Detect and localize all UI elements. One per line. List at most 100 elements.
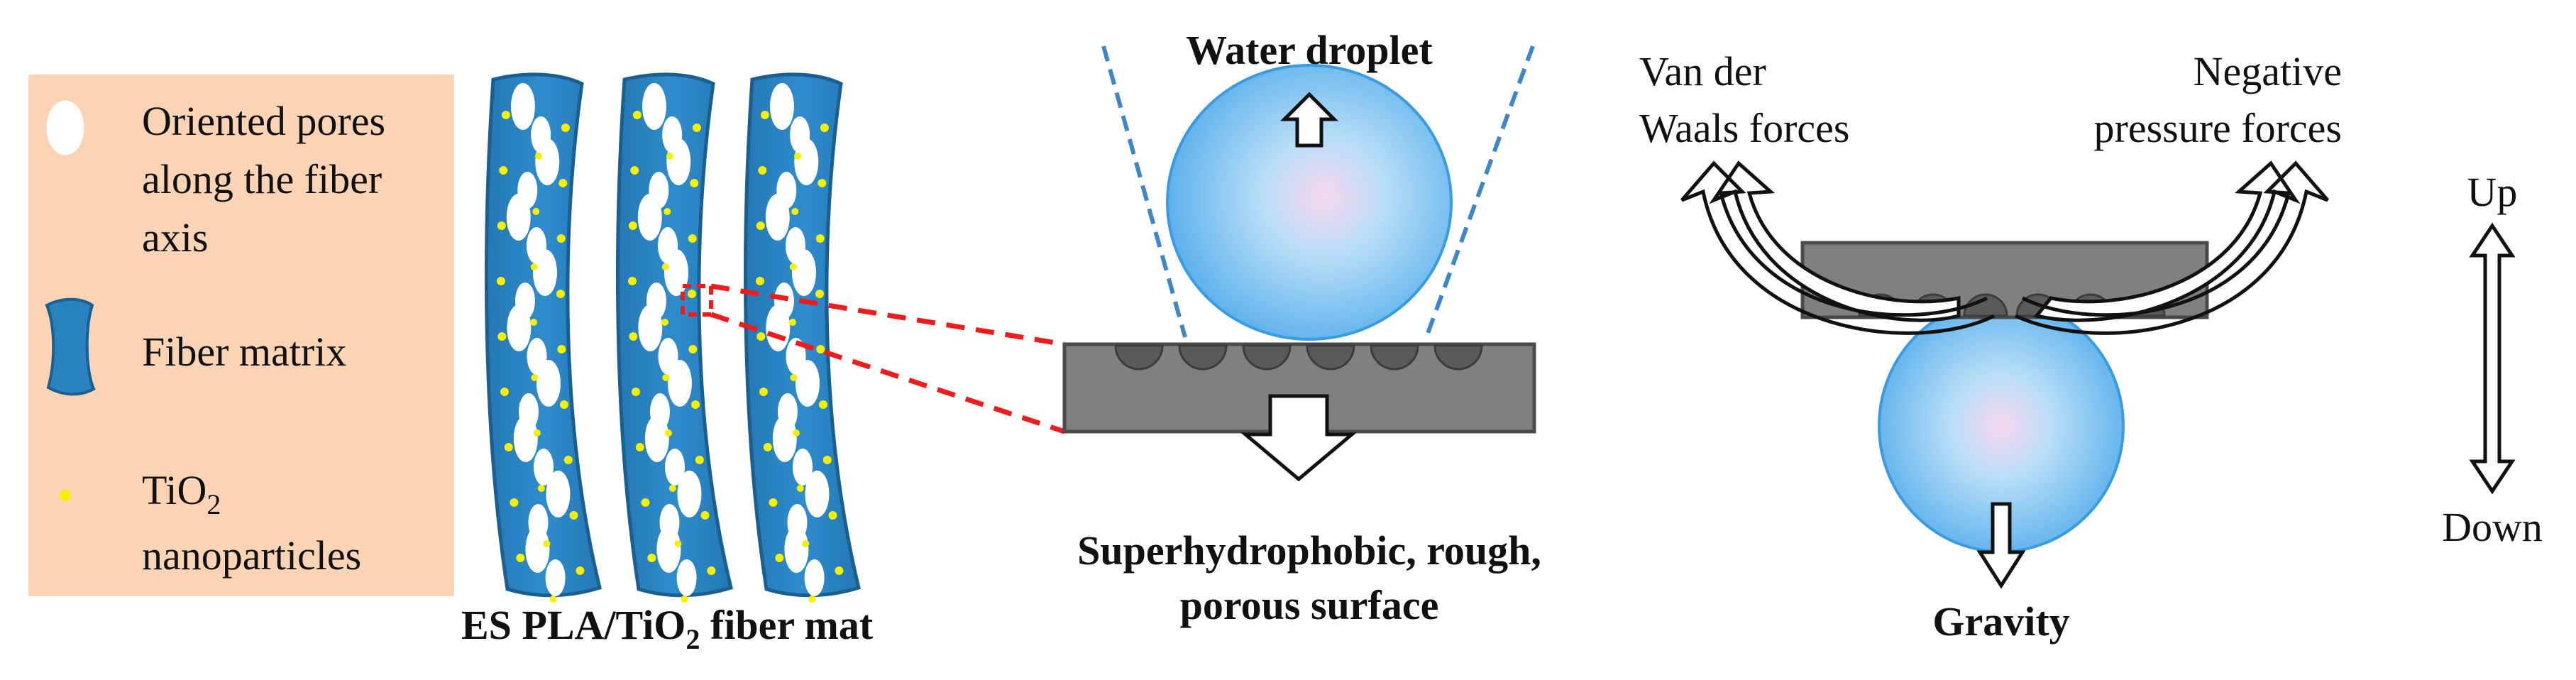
surface-bump: [1370, 344, 1419, 371]
nanoparticle-icon: [60, 490, 71, 501]
nanoparticle: [630, 166, 639, 175]
nanoparticle: [549, 596, 557, 603]
nanoparticle: [700, 511, 710, 520]
legend-tio2-label: TiO2: [142, 467, 221, 520]
nanoparticle: [529, 319, 537, 326]
pore: [772, 415, 797, 462]
pore: [510, 83, 535, 130]
nanoparticle: [510, 498, 519, 507]
nanoparticle: [530, 263, 538, 270]
pore: [664, 249, 688, 296]
nanoparticle: [775, 554, 784, 562]
nanoparticle: [790, 374, 798, 381]
nanoparticle: [788, 319, 796, 326]
nanoparticle: [666, 153, 673, 160]
nanoparticle: [758, 166, 767, 175]
nanoparticle: [815, 290, 824, 298]
neg-pressure-label-line-1: Negative: [2194, 48, 2342, 94]
water-droplet: [1166, 64, 1453, 341]
vdw-label-line-1: Van der: [1639, 48, 1766, 94]
nanoparticle: [661, 263, 669, 270]
pore: [506, 194, 531, 241]
nanoparticle: [822, 456, 832, 464]
contact-line-left: [1101, 45, 1187, 338]
nanoparticle: [641, 498, 650, 507]
pore: [507, 305, 532, 351]
nanoparticle: [629, 332, 638, 341]
nanoparticle: [828, 511, 837, 520]
nanoparticle: [759, 388, 768, 396]
nanoparticle: [802, 540, 810, 547]
pore: [525, 526, 550, 573]
pore: [532, 249, 557, 296]
gravity-label: Gravity: [1932, 598, 2069, 645]
vdw-force-arrow-inner: [1680, 160, 1996, 335]
nanoparticle: [690, 400, 700, 409]
legend: Oriented pores along the fiber axis Fibe…: [28, 75, 454, 596]
nanoparticle: [556, 234, 566, 243]
pore: [644, 415, 669, 462]
nanoparticle: [695, 456, 704, 464]
pore: [536, 360, 561, 407]
pore: [677, 471, 702, 517]
surface-bumps: [1114, 344, 1483, 371]
nanoparticle: [681, 596, 688, 603]
legend-fiber-label: Fiber matrix: [142, 329, 346, 375]
fiber-nanoparticles: [496, 111, 844, 603]
surface-bump: [1114, 344, 1164, 371]
nanoparticle: [533, 429, 541, 437]
pore: [793, 449, 813, 486]
pore: [766, 305, 791, 351]
legend-background: [28, 75, 454, 596]
pore: [805, 471, 830, 517]
nanoparticle: [687, 290, 696, 298]
nanoparticle: [497, 221, 506, 230]
pore-icon: [46, 100, 84, 155]
zoom-line-top: [710, 283, 1065, 347]
nanoparticle: [818, 400, 827, 409]
pore: [545, 559, 566, 596]
up-label: Up: [2467, 169, 2518, 215]
nanoparticle: [692, 124, 701, 132]
nanoparticle: [556, 290, 565, 298]
nanoparticle: [500, 388, 509, 396]
pore: [676, 559, 697, 596]
nanoparticle: [543, 540, 551, 547]
nanoparticle: [756, 332, 766, 341]
center-panel: Water droplet Superhydrophobic, rough, p…: [1062, 27, 1541, 628]
nanoparticle: [769, 498, 778, 507]
nanoparticle: [531, 374, 539, 381]
nanoparticle: [532, 208, 540, 215]
zoom-line-bottom: [710, 312, 1066, 434]
surface-caption-line-1: Superhydrophobic, rough,: [1077, 527, 1541, 574]
nanoparticle: [793, 153, 801, 160]
neg-pressure-label-line-2: pressure forces: [2094, 105, 2342, 151]
pore: [769, 83, 794, 130]
nanoparticle: [808, 596, 816, 603]
surface-bump: [1306, 344, 1355, 371]
pore: [642, 83, 666, 130]
nanoparticle: [690, 179, 699, 187]
nanoparticle: [756, 221, 765, 230]
nanoparticle: [534, 153, 542, 160]
nanoparticle: [815, 234, 825, 243]
pore: [638, 305, 663, 351]
legend-pores-line-3: axis: [142, 214, 208, 261]
nanoparticle: [792, 429, 800, 437]
negative-pressure-arrow-inner: [2014, 160, 2329, 335]
nanoparticle: [818, 179, 827, 187]
nanoparticle: [791, 208, 799, 215]
pore: [791, 249, 816, 296]
nanoparticle: [760, 111, 769, 119]
nanoparticle: [537, 485, 545, 492]
nanoparticle: [688, 345, 698, 353]
nanoparticle: [668, 485, 676, 492]
nanoparticle: [688, 234, 697, 243]
fiber-mat-caption: ES PLA/TiO2 fiber mat: [461, 602, 874, 655]
nanoparticle: [664, 429, 672, 437]
nanoparticle: [835, 566, 844, 575]
surface-caption-line-2: porous surface: [1180, 582, 1439, 628]
nanoparticle: [661, 319, 668, 326]
nanoparticle: [576, 566, 585, 575]
